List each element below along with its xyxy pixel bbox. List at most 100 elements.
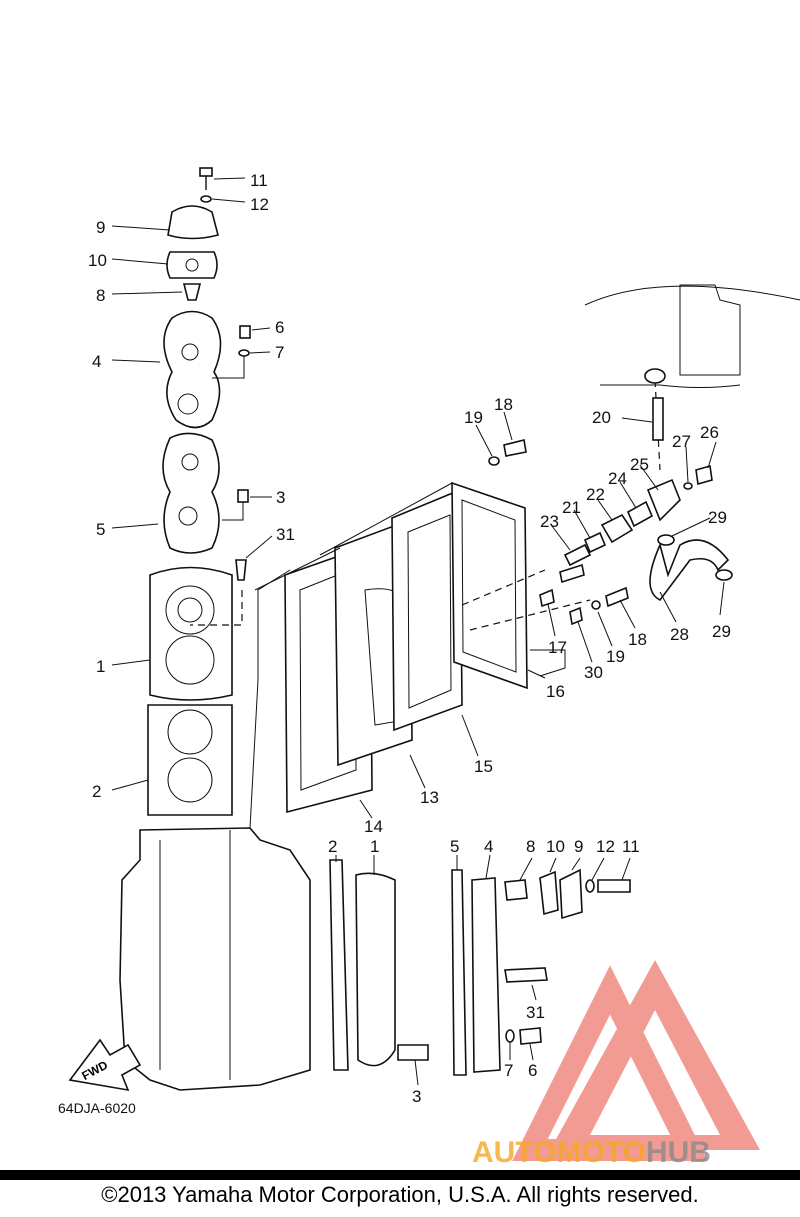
watermark-brand-part1: AUTOMOTO (472, 1136, 646, 1169)
exhaust-cover-4 (163, 310, 222, 429)
callout-9: 9 (96, 218, 105, 237)
fitting-21 (583, 531, 607, 554)
callout-21: 21 (562, 498, 581, 517)
washer-12-top (200, 195, 212, 203)
automotohub-watermark-logo (512, 960, 760, 1161)
callout-6: 6 (275, 318, 284, 337)
clamp-29b (715, 569, 733, 581)
pipe-20 (652, 397, 664, 441)
callout-12: 12 (250, 195, 269, 214)
plug-17b (539, 588, 555, 608)
bolt-18-upper (503, 439, 527, 457)
bolt-18-lower (605, 586, 629, 608)
bolt-11-top (199, 167, 213, 190)
callout-31-side: 31 (526, 1003, 545, 1022)
callout-3: 3 (276, 488, 285, 507)
callout-8-side: 8 (526, 837, 535, 856)
callout-31: 31 (276, 525, 295, 544)
callout-23: 23 (540, 512, 559, 531)
pipe-17a (559, 563, 585, 584)
gasket-10-side (539, 870, 559, 916)
callout-10: 10 (88, 251, 107, 270)
bolt-3-side (397, 1044, 429, 1061)
washer-19-lower (591, 600, 601, 610)
thermostat-8-side (504, 879, 528, 901)
callout-27: 27 (672, 432, 691, 451)
callout-19b: 19 (606, 647, 625, 666)
watermark-brand: AUTOMOTOHUB (472, 1136, 711, 1169)
hose-28 (649, 539, 730, 602)
fitting-23 (563, 543, 592, 567)
callout-18b: 18 (628, 630, 647, 649)
callout-7: 7 (275, 343, 284, 362)
callout-9-side: 9 (574, 837, 583, 856)
gasket-2 (147, 704, 233, 816)
callout-5: 5 (96, 520, 105, 539)
housing-25 (646, 478, 681, 522)
callout-30: 30 (584, 663, 603, 682)
sensor-31-top (235, 559, 247, 581)
gasket-5 (162, 432, 220, 554)
callout-29: 29 (708, 508, 727, 527)
bolt-11-side (597, 879, 631, 893)
callout-17: 17 (548, 638, 567, 657)
bolt-26 (695, 464, 713, 486)
washer-19-upper (488, 456, 500, 466)
footer-divider (0, 1170, 800, 1180)
leader-12a (211, 198, 246, 203)
callout-13: 13 (420, 788, 439, 807)
watermark-brand-part2: HUB (646, 1136, 711, 1169)
leader-11a (213, 177, 246, 180)
thermostat-8-top (182, 283, 202, 301)
cover-4-side (471, 877, 501, 1073)
callout-12-side: 12 (596, 837, 615, 856)
callout-4-side: 4 (484, 837, 493, 856)
callout-2: 2 (92, 782, 101, 801)
callout-25: 25 (630, 455, 649, 474)
washer-27 (683, 482, 693, 490)
gasket-5-side (451, 869, 467, 1076)
callout-22: 22 (586, 485, 605, 504)
bolt-6-side (519, 1027, 542, 1045)
clamp-29a (657, 534, 675, 546)
bolt-6-top (239, 325, 251, 339)
callout-4: 4 (92, 352, 101, 371)
plate-16 (451, 481, 528, 690)
callout-11-side: 11 (622, 837, 640, 856)
callout-3-side: 3 (412, 1087, 421, 1106)
callout-1: 1 (96, 657, 105, 676)
callout-19: 19 (464, 408, 483, 427)
callout-2-side: 2 (328, 837, 337, 856)
cover-9-side (559, 868, 583, 920)
callout-15: 15 (474, 757, 493, 776)
washer-12-side (585, 879, 595, 893)
gasket-24 (626, 500, 654, 528)
callout-1-side: 1 (370, 837, 379, 856)
callout-28: 28 (670, 625, 689, 644)
washer-7-top (238, 349, 250, 357)
washer-7-side (505, 1029, 515, 1043)
callout-26: 26 (700, 423, 719, 442)
callout-29b: 29 (712, 622, 731, 641)
callout-7-side: 7 (504, 1061, 513, 1080)
callout-16: 16 (546, 682, 565, 701)
spring-22 (600, 513, 634, 544)
callout-20: 20 (592, 408, 611, 427)
callout-10-side: 10 (546, 837, 565, 856)
callout-18: 18 (494, 395, 513, 414)
callout-24: 24 (608, 469, 627, 488)
manifold-1-side (355, 872, 396, 1067)
cover-9-top (167, 205, 219, 240)
callout-8: 8 (96, 286, 105, 305)
sensor-31-side (504, 967, 548, 983)
gasket-2-side (329, 859, 349, 1071)
callout-6-side: 6 (528, 1061, 537, 1080)
bolt-3-top (237, 489, 249, 503)
callout-14: 14 (364, 817, 383, 836)
callout-11: 11 (250, 171, 268, 190)
fwd-arrow-icon (68, 1038, 142, 1092)
cap-20 (644, 368, 666, 384)
plug-30 (569, 606, 583, 626)
plate-15 (391, 488, 463, 732)
exploded-parts-diagram: 11 12 9 10 8 6 7 4 3 5 31 1 2 19 18 20 2… (58, 167, 800, 1169)
